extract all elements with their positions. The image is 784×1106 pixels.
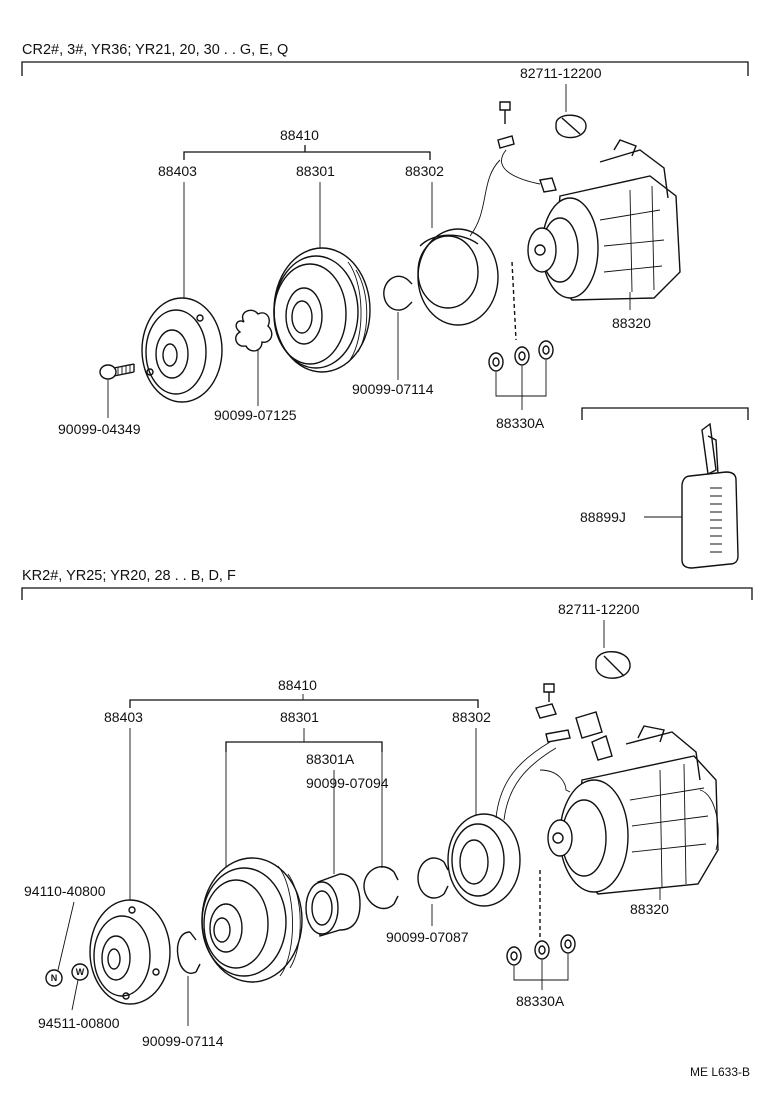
bottom-label-88302: 88302 xyxy=(452,709,491,725)
bottom-clamp-82711-12200 xyxy=(595,651,631,679)
bottom-washer-letter: W xyxy=(76,967,85,977)
top-shims-88330A xyxy=(488,340,554,372)
bottom-compressor-88320 xyxy=(547,725,719,895)
bottom-snap-ring-90099-07094 xyxy=(363,866,399,910)
top-section-bracket xyxy=(21,61,749,76)
bottom-label-90099-07087: 90099-07087 xyxy=(386,929,469,945)
top-label-88410: 88410 xyxy=(280,127,319,143)
bottom-label-94511-00800: 94511-00800 xyxy=(38,1015,120,1031)
top-oil-bracket xyxy=(581,407,749,420)
top-section: CR2#, 3#, YR36; YR21, 20, 30 . . G, E, Q… xyxy=(21,42,749,569)
top-oil-bottle-88899J xyxy=(681,422,739,569)
bottom-label-94110-40800: 94110-40800 xyxy=(24,883,106,899)
bottom-label-88330A: 88330A xyxy=(516,993,565,1009)
top-clamp-82711-12200 xyxy=(555,114,587,139)
top-label-88320: 88320 xyxy=(612,315,651,331)
top-label-88899J: 88899J xyxy=(580,509,626,525)
bottom-section-header: KR2#, YR25; YR20, 28 . . B, D, F xyxy=(22,568,236,584)
bottom-section-bracket xyxy=(21,587,753,600)
bottom-nut-N: N xyxy=(45,969,63,987)
bottom-clutch-hub-88403 xyxy=(89,899,171,1005)
top-label-88302: 88302 xyxy=(405,163,444,179)
bottom-label-88410: 88410 xyxy=(278,677,317,693)
top-connector-wire xyxy=(497,101,557,193)
top-section-header: CR2#, 3#, YR36; YR21, 20, 30 . . G, E, Q xyxy=(22,42,288,58)
top-field-coil-88302 xyxy=(417,159,501,326)
bottom-label-88301A: 88301A xyxy=(306,751,355,767)
bottom-shims-88330A xyxy=(506,934,576,966)
bottom-bearing-88301A xyxy=(305,873,361,937)
bottom-label-90099-07114: 90099-07114 xyxy=(142,1033,224,1049)
bottom-field-coil-88302 xyxy=(447,741,571,907)
top-shim-90099-07125 xyxy=(235,309,273,352)
top-snap-ring-90099-07114 xyxy=(383,275,413,311)
top-label-90099-04349: 90099-04349 xyxy=(58,421,141,437)
figure-code: ME L633-B xyxy=(690,1065,750,1079)
bottom-nut-letter: N xyxy=(51,973,58,983)
bottom-label-88403: 88403 xyxy=(104,709,143,725)
top-bolt-90099-04349 xyxy=(99,363,135,380)
top-label-88403: 88403 xyxy=(158,163,197,179)
top-label-90099-07114: 90099-07114 xyxy=(352,381,434,397)
bottom-88410-bracket xyxy=(129,699,479,708)
top-88410-bracket xyxy=(183,151,431,160)
top-compressor-88320 xyxy=(527,139,681,301)
bottom-label-88320: 88320 xyxy=(630,901,669,917)
bottom-washer-W: W xyxy=(71,963,89,981)
top-label-88330A: 88330A xyxy=(496,415,545,431)
bottom-snap-ring-90099-07087 xyxy=(417,857,449,899)
bottom-label-82711-12200: 82711-12200 xyxy=(558,601,640,617)
top-label-90099-07125: 90099-07125 xyxy=(214,407,297,423)
bottom-pulley-88301 xyxy=(201,857,303,983)
top-pulley-88301 xyxy=(273,247,371,373)
top-label-88301: 88301 xyxy=(296,163,335,179)
top-clutch-hub-88403 xyxy=(141,297,223,403)
bottom-connector-wire xyxy=(535,683,613,761)
bottom-snap-ring-90099-07114 xyxy=(176,931,201,974)
bottom-label-88301: 88301 xyxy=(280,709,319,725)
bottom-label-90099-07094: 90099-07094 xyxy=(306,775,389,791)
top-label-82711-12200: 82711-12200 xyxy=(520,65,602,81)
bottom-section: KR2#, YR25; YR20, 28 . . B, D, F 82711-1… xyxy=(21,568,753,1049)
